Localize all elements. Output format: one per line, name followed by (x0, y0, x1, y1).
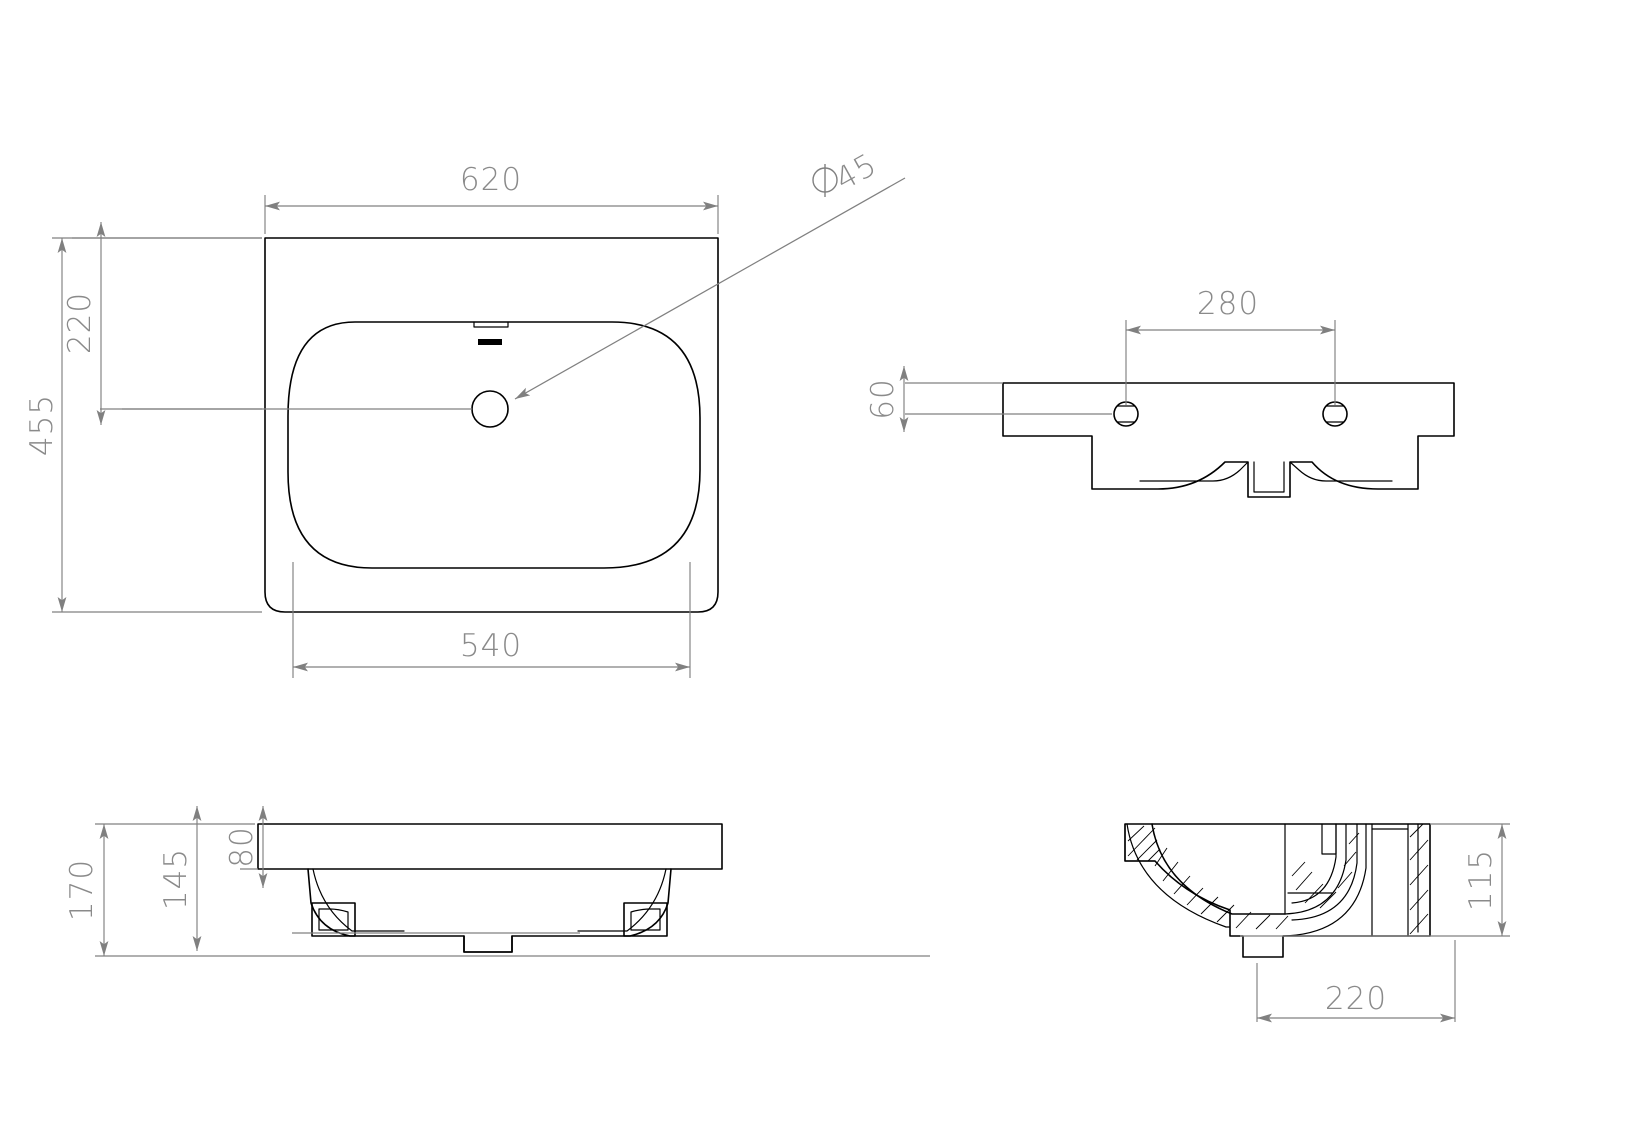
dimension-620: 620 (264, 162, 719, 234)
dimension-220-plan-label: 220 (62, 292, 98, 354)
plan-bowl-outline (287, 321, 701, 569)
section-hatch-waste (1291, 832, 1360, 909)
front-elevation-view: 280 60 (865, 286, 1455, 498)
dimension-280: 280 (1125, 286, 1336, 405)
dimension-80: 80 (224, 806, 268, 888)
side-elevation-view: 170 145 80 (64, 806, 930, 957)
diameter-symbol-icon (812, 164, 838, 197)
dimension-540-label: 540 (460, 628, 522, 664)
dimension-115: 115 (1463, 824, 1507, 936)
section-waste-block (1321, 823, 1337, 855)
section-hatch-flange (1409, 823, 1429, 935)
dimension-455: 455 (24, 237, 262, 613)
section-outer-outline (1124, 823, 1431, 958)
dimension-220-section: 220 (1257, 981, 1455, 1023)
section-waste-arcs (1282, 823, 1367, 937)
section-hatch-bowl-wall (1154, 847, 1289, 930)
front-elevation-outline (1002, 382, 1455, 498)
dimension-220-plan: 220 (62, 222, 262, 425)
section-view: 115 220 (1124, 823, 1510, 1023)
dimension-145-label: 145 (158, 848, 194, 910)
front-waste-slot (1253, 461, 1285, 493)
dimension-60: 60 (865, 366, 909, 432)
dimension-170-label: 170 (64, 859, 100, 921)
side-underside-curve-left (312, 868, 405, 932)
dimension-455-label: 455 (24, 394, 60, 456)
dimension-60-label: 60 (865, 378, 901, 419)
dimension-620-label: 620 (460, 162, 522, 198)
section-bowl-wall-curve (1126, 823, 1231, 928)
dimension-145: 145 (158, 806, 202, 951)
drain-hole (471, 390, 509, 428)
side-bowl-underside (307, 868, 672, 953)
section-right-flange (1371, 823, 1419, 937)
diameter-leader-line (514, 177, 906, 400)
side-waste-boss (463, 935, 513, 953)
tap-hole-right (1322, 401, 1348, 427)
side-underside-curve-right (577, 868, 667, 932)
dimension-220-section-label: 220 (1325, 981, 1387, 1017)
section-rim-left-block (1124, 823, 1156, 862)
side-rim-slab (257, 823, 723, 870)
dimension-540: 540 (292, 562, 691, 678)
side-bracket-right (623, 902, 668, 937)
side-bracket-left (311, 902, 356, 937)
tap-hole-left (1113, 401, 1139, 427)
overflow-slot-recess (473, 321, 509, 328)
diameter-value-label: 45 (829, 146, 883, 198)
dimension-280-label: 280 (1197, 286, 1259, 322)
dimension-115-label: 115 (1463, 849, 1499, 911)
overflow-slot (478, 339, 502, 345)
plan-view: 45 620 540 455 220 (24, 146, 906, 678)
plan-outer-outline (264, 237, 719, 613)
dimension-80-label: 80 (224, 826, 260, 867)
dimension-170: 170 (64, 824, 109, 956)
section-hatch-left (1127, 825, 1161, 862)
front-bowl-inner-line (1139, 461, 1393, 482)
section-bowl-inner-curve (1151, 823, 1286, 915)
